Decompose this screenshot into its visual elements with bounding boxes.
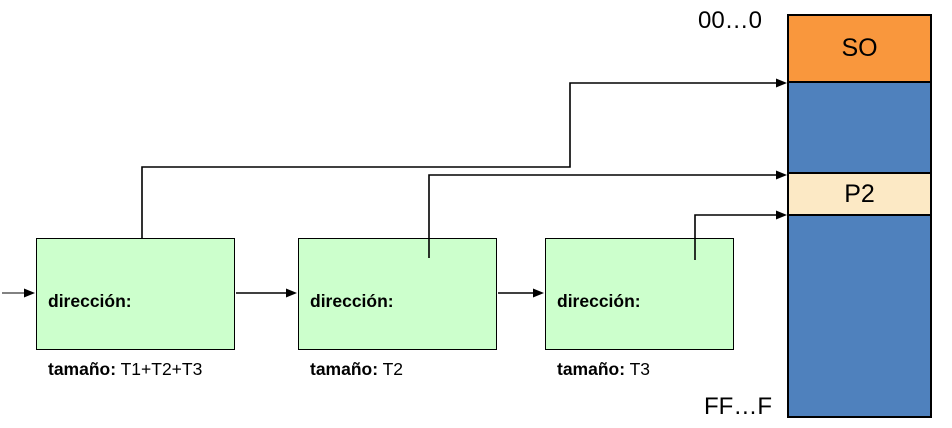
node1-field-tamano: tamaño: T1+T2+T3: [48, 358, 203, 379]
memory-segment-free-upper: [787, 81, 932, 174]
free-list-node-2: dirección: tamaño: T2 estado: LIBRE proc…: [298, 238, 497, 428]
memory-segment-p2: P2: [787, 172, 932, 216]
memory-segment-free-lower: [787, 214, 932, 418]
node3-field-tamano: tamaño: T3: [557, 358, 651, 379]
bottom-address-label: FF…F: [704, 393, 772, 420]
node3-field-estado: estado: LIBRE: [557, 425, 729, 428]
free-list-node-3: dirección: tamaño: T3 estado: LIBRE proc…: [545, 238, 734, 428]
arrowhead-icon: [24, 288, 35, 298]
memory-segment-so-label: SO: [841, 34, 878, 62]
top-address-label: 00…0: [697, 7, 763, 34]
node2-field-tamano: tamaño: T2: [310, 358, 404, 379]
free-list-node-1: dirección: tamaño: T1+T2+T3 estado: LIBR…: [36, 238, 235, 428]
node2-field-estado: estado: LIBRE: [310, 425, 492, 428]
free-list-head-arrow: [2, 288, 35, 298]
arrowhead-icon: [776, 78, 787, 88]
arrowhead-icon: [286, 288, 297, 298]
node1-address-pointer: [141, 78, 787, 238]
arrowhead-icon: [776, 210, 787, 220]
memory-map-column: SO P2: [787, 14, 932, 418]
arrowhead-icon: [776, 170, 787, 180]
arrowhead-icon: [533, 288, 544, 298]
memory-segment-p2-label: P2: [844, 179, 875, 208]
node1-field-estado: estado: LIBRE: [48, 425, 230, 428]
node2-next-arrow: [498, 288, 544, 298]
node2-field-direccion: dirección:: [310, 291, 394, 311]
node3-field-direccion: dirección:: [557, 291, 641, 311]
node1-field-direccion: dirección:: [48, 291, 132, 311]
memory-segment-so: SO: [787, 14, 932, 83]
node1-next-arrow: [236, 288, 297, 298]
